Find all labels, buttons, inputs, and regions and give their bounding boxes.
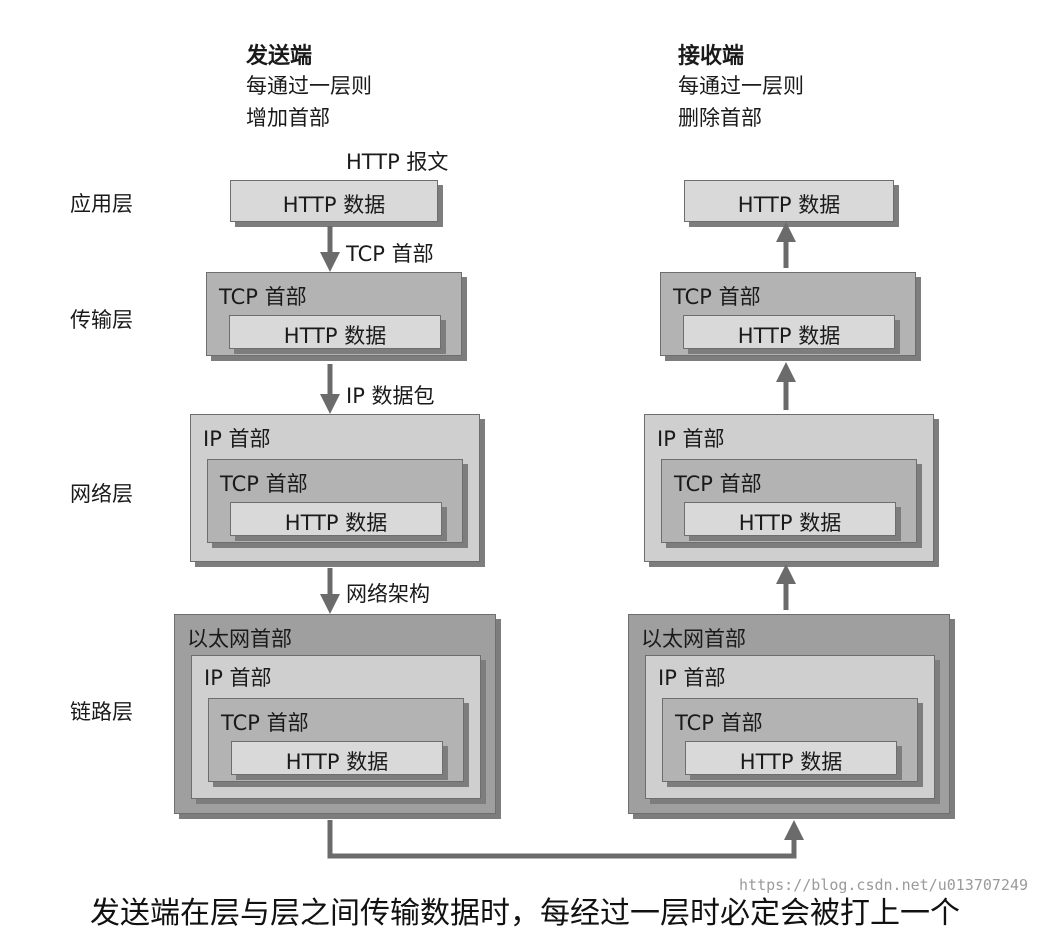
sender-network-tcp-label: TCP 首部 <box>220 472 308 496</box>
receiver-transport-http-label: HTTP 数据 <box>737 324 841 348</box>
sender-link-ip-label: IP 首部 <box>204 666 272 690</box>
receiver-link-tcp-box: TCP 首部 HTTP 数据 <box>662 698 918 782</box>
receiver-link-ethernet-box: 以太网首部 IP 首部 TCP 首部 HTTP 数据 <box>628 614 950 814</box>
receiver-desc-line2: 删除首部 <box>678 106 762 130</box>
receiver-desc-line1: 每通过一层则 <box>678 74 804 98</box>
sender-transport-http-box: HTTP 数据 <box>229 315 441 349</box>
receiver-app-http-box: HTTP 数据 <box>684 180 894 222</box>
receiver-link-ip-label: IP 首部 <box>658 666 726 690</box>
receiver-app-http-label: HTTP 数据 <box>737 193 841 217</box>
sender-link-ethernet-box: 以太网首部 IP 首部 TCP 首部 HTTP 数据 <box>174 614 496 814</box>
sender-title: 发送端 <box>246 44 313 69</box>
label-tcp-header: TCP 首部 <box>346 242 434 266</box>
watermark: https://blog.csdn.net/u013707249 <box>739 876 1028 894</box>
receiver-network-ip-label: IP 首部 <box>657 427 725 451</box>
receiver-network-http-box: HTTP 数据 <box>684 502 896 536</box>
receiver-network-tcp-box: TCP 首部 HTTP 数据 <box>661 459 917 543</box>
sender-network-http-label: HTTP 数据 <box>284 511 388 535</box>
label-network-frame: 网络架构 <box>346 582 430 606</box>
sender-link-tcp-box: TCP 首部 HTTP 数据 <box>208 698 464 782</box>
sender-app-http-box: HTTP 数据 <box>230 180 438 222</box>
sender-link-ip-box: IP 首部 TCP 首部 HTTP 数据 <box>191 655 481 799</box>
label-http-message: HTTP 报文 <box>346 150 449 174</box>
receiver-link-ethernet-label: 以太网首部 <box>641 627 746 651</box>
sender-network-tcp-box: TCP 首部 HTTP 数据 <box>207 459 463 543</box>
receiver-title: 接收端 <box>678 44 745 69</box>
layer-label-link: 链路层 <box>70 700 133 724</box>
receiver-network-http-label: HTTP 数据 <box>738 511 842 535</box>
sender-transport-http-label: HTTP 数据 <box>283 324 387 348</box>
sender-desc-line2: 增加首部 <box>246 106 330 130</box>
sender-network-http-box: HTTP 数据 <box>230 502 442 536</box>
arrows-layer <box>320 222 804 859</box>
figure-caption: 发送端在层与层之间传输数据时，每经过一层时必定会被打上一个 <box>90 896 960 931</box>
label-ip-packet: IP 数据包 <box>346 384 435 408</box>
receiver-link-tcp-label: TCP 首部 <box>675 711 763 735</box>
receiver-transport-http-box: HTTP 数据 <box>683 315 895 349</box>
sender-link-http-label: HTTP 数据 <box>285 750 389 774</box>
sender-header: 发送端 每通过一层则 增加首部 <box>246 38 372 134</box>
receiver-transport-tcp-label: TCP 首部 <box>673 285 761 309</box>
receiver-transport-tcp-box: TCP 首部 HTTP 数据 <box>660 272 916 356</box>
layer-label-application: 应用层 <box>70 192 133 216</box>
sender-desc-line1: 每通过一层则 <box>246 74 372 98</box>
sender-link-ethernet-label: 以太网首部 <box>187 627 292 651</box>
receiver-network-ip-box: IP 首部 TCP 首部 HTTP 数据 <box>644 414 934 562</box>
layer-label-transport: 传输层 <box>70 308 133 332</box>
receiver-link-http-box: HTTP 数据 <box>685 741 897 775</box>
sender-network-ip-label: IP 首部 <box>203 427 271 451</box>
receiver-link-http-label: HTTP 数据 <box>739 750 843 774</box>
sender-transport-tcp-box: TCP 首部 HTTP 数据 <box>206 272 462 356</box>
receiver-link-ip-box: IP 首部 TCP 首部 HTTP 数据 <box>645 655 935 799</box>
sender-transport-tcp-label: TCP 首部 <box>219 285 307 309</box>
sender-network-ip-box: IP 首部 TCP 首部 HTTP 数据 <box>190 414 480 562</box>
receiver-header: 接收端 每通过一层则 删除首部 <box>678 38 804 134</box>
sender-link-http-box: HTTP 数据 <box>231 741 443 775</box>
layer-label-network: 网络层 <box>70 482 133 506</box>
arrow-transmission-path <box>327 820 804 859</box>
sender-link-tcp-label: TCP 首部 <box>221 711 309 735</box>
sender-app-http-label: HTTP 数据 <box>282 193 386 217</box>
receiver-network-tcp-label: TCP 首部 <box>674 472 762 496</box>
